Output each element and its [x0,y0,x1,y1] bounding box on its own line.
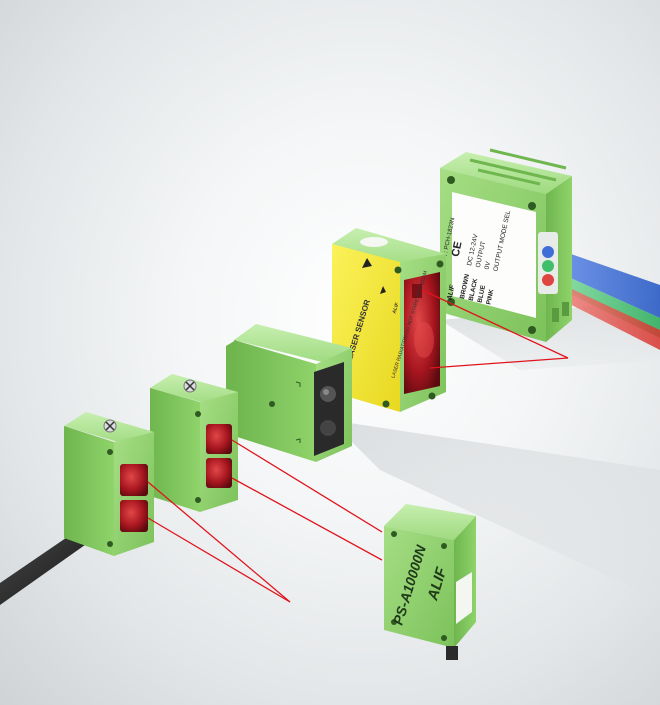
sensor-dark-window [226,324,352,462]
large-wiring-2: BLUE [477,284,488,303]
cable [0,527,92,605]
sensor-mid [150,374,238,512]
large-wiring-1: BLACK [468,278,480,302]
large-function-2: 0V [484,260,493,270]
fiber-beams [548,246,660,350]
large-wiring-3: PINK [485,288,495,305]
laser-brand: ALIF [392,302,401,314]
laser-beams [147,289,569,603]
sensor-large: BROWN BLACK BLUE PINK DC 12-24V OUTPUT 0… [440,148,572,342]
ce-mark: CE [450,240,465,257]
sensor-small: PS-A10000N ALIF [384,504,476,660]
large-brand: ALIF [446,284,456,302]
sensor-front [64,412,154,556]
